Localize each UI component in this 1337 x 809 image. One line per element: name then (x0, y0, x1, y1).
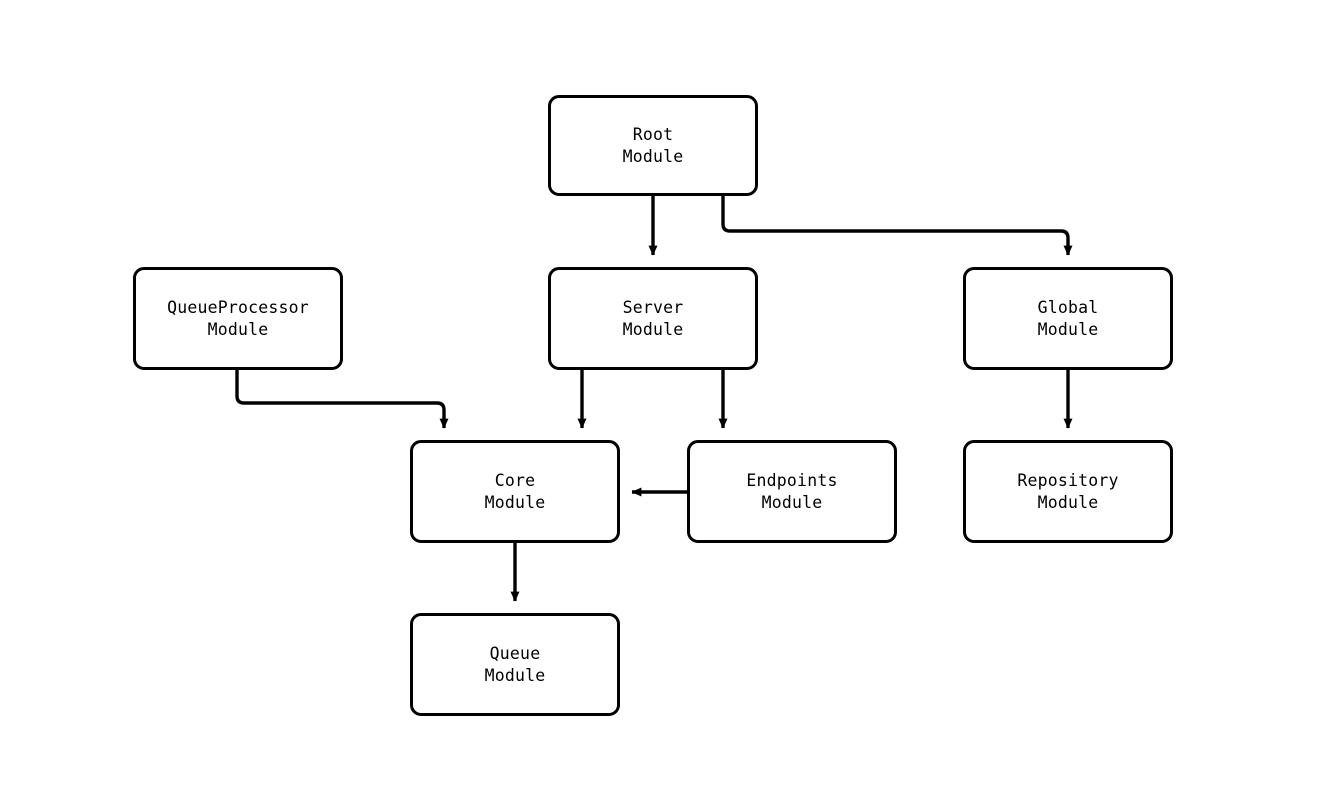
node-repository-module[interactable]: Repository Module (963, 440, 1173, 543)
node-root-module[interactable]: Root Module (548, 95, 758, 196)
edge-root-global (721, 196, 1073, 256)
node-endpoints-module[interactable]: Endpoints Module (687, 440, 897, 543)
node-queueprocessor-module-label: QueueProcessor Module (167, 297, 309, 339)
node-queue-module[interactable]: Queue Module (410, 613, 620, 716)
node-server-module[interactable]: Server Module (548, 267, 758, 370)
node-queue-module-label: Queue Module (484, 643, 546, 685)
node-global-module-label: Global Module (1037, 297, 1099, 339)
edge-queueprocessor-core (235, 370, 449, 429)
node-global-module[interactable]: Global Module (963, 267, 1173, 370)
node-root-module-label: Root Module (622, 124, 684, 166)
node-repository-module-label: Repository Module (1017, 470, 1119, 512)
node-core-module-label: Core Module (484, 470, 546, 512)
node-core-module[interactable]: Core Module (410, 440, 620, 543)
node-server-module-label: Server Module (622, 297, 684, 339)
node-queueprocessor-module[interactable]: QueueProcessor Module (133, 267, 343, 370)
node-endpoints-module-label: Endpoints Module (746, 470, 838, 512)
